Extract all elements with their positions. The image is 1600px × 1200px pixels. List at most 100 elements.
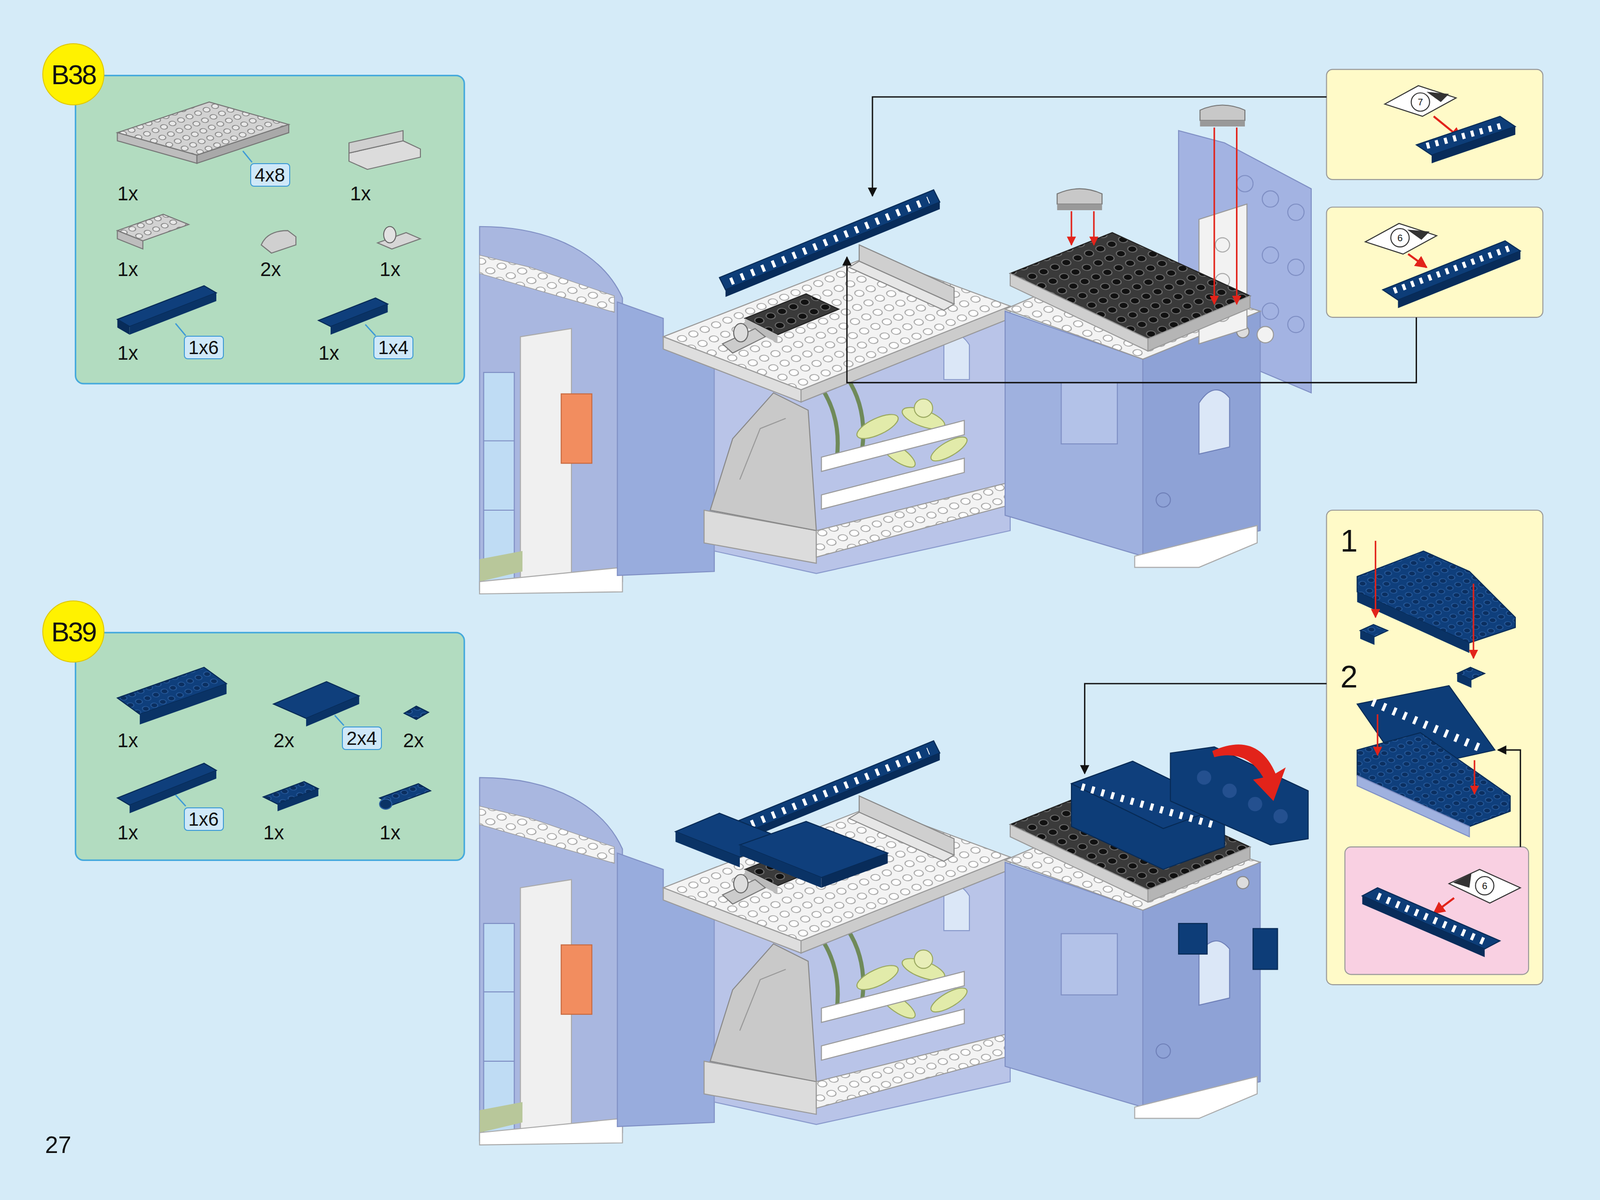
part-icons-shape [129,770,217,814]
quantity: 1x [117,729,139,752]
quantity: 1x [117,342,139,365]
part-icons-shape [117,230,143,249]
part-icons-shape [117,132,198,164]
leader-lines [847,96,1521,848]
model-step-b38-shape [1200,105,1245,121]
quantity: 1x [263,822,285,844]
callout-art-shape [1449,869,1521,904]
substep-number: 2 [1340,659,1358,694]
part-icons [117,102,431,814]
part-icons-shape [273,681,359,719]
part-icons-shape [277,788,319,812]
callout-art-shape [1376,714,1379,756]
part-size: 1x6 [188,337,220,358]
sticker-number: 7 [1417,96,1424,108]
model-step-b39-shape [675,831,740,868]
callout-art-shape [1472,583,1474,658]
callout-art-shape [1362,895,1485,958]
quantity: 1x [117,258,139,281]
model-step-b38-shape [1215,237,1230,253]
part-icons-shape [175,323,186,336]
callout-art [1357,85,1521,958]
model-step-b39-shape [1071,761,1225,870]
quantity: 2x [273,729,294,752]
part-size: 1x4 [378,337,409,358]
parts-panels-shape [75,75,465,384]
leader-lines-shape [847,257,1417,383]
callout-art-shape [1457,673,1472,688]
quantity: 1x [349,182,371,205]
model-step-b39-shape [1247,797,1262,812]
model-step-b39-shape [1196,770,1212,785]
model-step-b39-shape [1273,809,1288,824]
part-icons-shape [365,324,376,336]
model-step-b38-shape [1257,326,1274,343]
model-step-b38-shape [1287,204,1305,221]
callout-panels-shape [1345,847,1529,975]
part-icons-shape [383,226,397,244]
callout-art-shape [1407,229,1430,240]
part-icons-shape [175,794,186,807]
callout-panels-shape [1326,69,1544,180]
leader-lines-shape [872,96,1327,196]
step-number-badge: B38 [42,43,105,106]
callout-art-shape [1384,85,1457,117]
model-step-b38-shape [1287,259,1305,276]
callout-art-shape [1374,540,1377,618]
callout-art-shape [1473,760,1476,795]
part-size: 2x4 [346,728,378,749]
size-tag: 1x4 [373,335,414,360]
model-step-b38-shape [1070,211,1072,246]
leader-lines-shape [1084,683,1327,774]
callout-panels-shape [1326,510,1544,985]
page-number: 27 [45,1132,72,1158]
part-icons-shape [197,124,289,164]
quantity: 1x [379,822,401,844]
callout-art-shape [1408,253,1427,268]
part-size: 4x8 [254,164,286,186]
model-step-b38-shape [1200,120,1245,127]
model-step-b39-shape [1252,928,1278,970]
model-step-b38-shape [1262,303,1279,320]
quantity: 1x [318,342,340,365]
size-tag: 2x4 [341,726,382,751]
callout-art-shape [1362,887,1500,950]
model-step-b38-shape [1236,175,1254,192]
step-number: B38 [51,58,96,91]
part-icons-shape [117,319,130,335]
callout-art-shape [1475,876,1494,896]
parts-panel: B384x81x61x4 [75,75,465,384]
part-icons-shape [348,130,404,154]
model-step-b39 [479,740,1309,1145]
callout-art-shape [1360,630,1375,645]
step-number-badge: B39 [42,600,105,663]
part-icons-shape [379,799,392,810]
model-step-b38-shape [1057,204,1102,211]
size-tag: 4x8 [250,163,291,187]
substep-number: 1 [1340,523,1358,559]
part-icons-shape [139,683,227,725]
model-step-b39-shape [1170,746,1309,845]
part-icons-shape [306,696,360,727]
quantity: 2x [260,258,281,281]
model-step-b38-shape [719,190,1251,354]
callout-art-shape [1426,124,1506,147]
callout-art-shape [1357,775,1470,837]
part-icons-shape [403,706,429,720]
callout-panels-shape [1326,207,1544,318]
callout-art-shape [1377,895,1485,943]
callout-art-shape [1411,92,1430,111]
model-step-b39-shape [821,853,888,888]
part-size: 1x6 [188,808,220,830]
model-step-b38-shape [1093,211,1095,246]
model-step-b38-shape [1057,188,1102,205]
model-step-b38-shape [1235,127,1238,304]
step-number: B39 [51,616,96,648]
quantity: 1x [117,182,139,205]
callout-art-shape [1382,240,1521,301]
callout-art-shape [1390,228,1410,247]
callout-art-shape [1357,592,1470,654]
size-tag: 1x6 [183,807,224,832]
